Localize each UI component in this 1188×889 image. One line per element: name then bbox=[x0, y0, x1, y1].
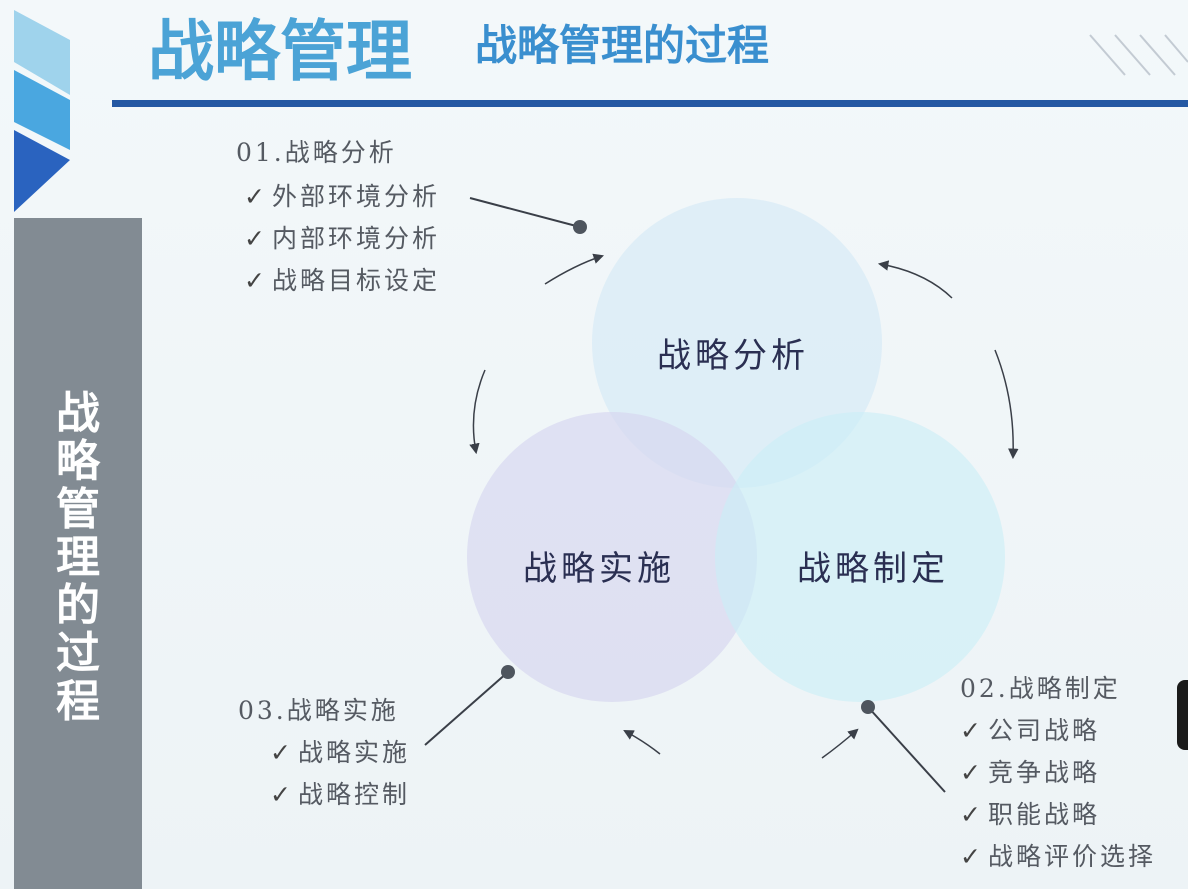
note-analysis: 01.战略分析 ✓外部环境分析 ✓内部环境分析 ✓战略目标设定 bbox=[236, 138, 440, 296]
sidebar-title-char: 程 bbox=[56, 676, 100, 727]
list-item: ✓职能战略 bbox=[960, 800, 1156, 830]
list-item: ✓竞争战略 bbox=[960, 758, 1156, 788]
check-icon: ✓ bbox=[270, 780, 294, 809]
check-icon: ✓ bbox=[960, 716, 984, 745]
connector-dot bbox=[501, 665, 515, 679]
circle-label-analysis: 战略分析 bbox=[657, 336, 809, 376]
note-heading: 03.战略实施 bbox=[238, 696, 399, 725]
cycle-arrow bbox=[877, 260, 953, 299]
note-implementation: 03.战略实施 ✓战略实施 ✓战略控制 bbox=[238, 696, 410, 810]
check-icon: ✓ bbox=[960, 842, 984, 871]
list-item-label: 外部环境分析 bbox=[271, 182, 440, 211]
sidebar-panel bbox=[14, 218, 142, 889]
check-icon: ✓ bbox=[244, 266, 268, 295]
note-formulation: 02.战略制定 ✓公司战略 ✓竞争战略 ✓职能战略 ✓战略评价选择 bbox=[960, 674, 1156, 872]
check-icon: ✓ bbox=[960, 758, 984, 787]
list-item: ✓战略目标设定 bbox=[244, 266, 440, 296]
list-item: ✓战略评价选择 bbox=[960, 842, 1156, 872]
circle-implementation bbox=[467, 412, 757, 702]
sidebar-title-char: 管 bbox=[56, 484, 100, 535]
circle-label-formulation: 战略制定 bbox=[797, 549, 949, 589]
connector-dot bbox=[861, 700, 875, 714]
connector-line bbox=[469, 197, 581, 228]
list-item-label: 战略控制 bbox=[297, 780, 410, 809]
circle-formulation bbox=[715, 412, 1005, 702]
circle-label-implementation: 战略实施 bbox=[523, 549, 675, 589]
list-item-label: 公司战略 bbox=[987, 716, 1100, 745]
check-icon: ✓ bbox=[244, 182, 268, 211]
note-heading: 02.战略制定 bbox=[960, 674, 1121, 703]
sidebar-title-char: 略 bbox=[56, 436, 100, 487]
list-item: ✓外部环境分析 bbox=[244, 182, 440, 212]
connector-line bbox=[424, 671, 509, 746]
list-item-label: 战略评价选择 bbox=[987, 842, 1156, 871]
sidebar-title: 战 略 管 理 的 过 程 bbox=[48, 390, 108, 726]
cycle-arrow bbox=[994, 349, 1019, 460]
check-icon: ✓ bbox=[270, 738, 294, 767]
list-item-label: 战略目标设定 bbox=[271, 266, 440, 295]
list-item: ✓战略实施 bbox=[270, 738, 410, 768]
note-heading: 01.战略分析 bbox=[236, 138, 397, 167]
sidebar-title-char: 的 bbox=[56, 580, 100, 631]
sidebar-title-char: 战 bbox=[56, 388, 100, 439]
list-item: ✓战略控制 bbox=[270, 780, 410, 810]
list-item-label: 职能战略 bbox=[987, 800, 1100, 829]
cycle-arrow bbox=[821, 728, 859, 759]
connector-dot bbox=[573, 220, 587, 234]
page-subtitle: 战略管理的过程 bbox=[475, 21, 770, 70]
screen-edge-decoration bbox=[1177, 680, 1188, 750]
cycle-arrow bbox=[469, 369, 486, 455]
list-item-label: 竞争战略 bbox=[987, 758, 1100, 787]
list-item: ✓内部环境分析 bbox=[244, 224, 440, 254]
cycle-arrow bbox=[544, 253, 604, 285]
sidebar-title-char: 过 bbox=[56, 628, 100, 679]
circle-analysis bbox=[592, 198, 882, 488]
list-item-label: 战略实施 bbox=[297, 738, 410, 767]
list-item-label: 内部环境分析 bbox=[271, 224, 440, 253]
connector-line bbox=[867, 706, 946, 793]
header-divider bbox=[112, 100, 1188, 107]
logo-chevron-icon bbox=[14, 10, 70, 212]
page-title: 战略管理 bbox=[148, 13, 412, 90]
cycle-arrow bbox=[623, 729, 661, 755]
hatch-decoration-icon bbox=[1089, 34, 1188, 76]
list-item: ✓公司战略 bbox=[960, 716, 1156, 746]
sidebar-title-char: 理 bbox=[56, 532, 100, 583]
check-icon: ✓ bbox=[960, 800, 984, 829]
check-icon: ✓ bbox=[244, 224, 268, 253]
